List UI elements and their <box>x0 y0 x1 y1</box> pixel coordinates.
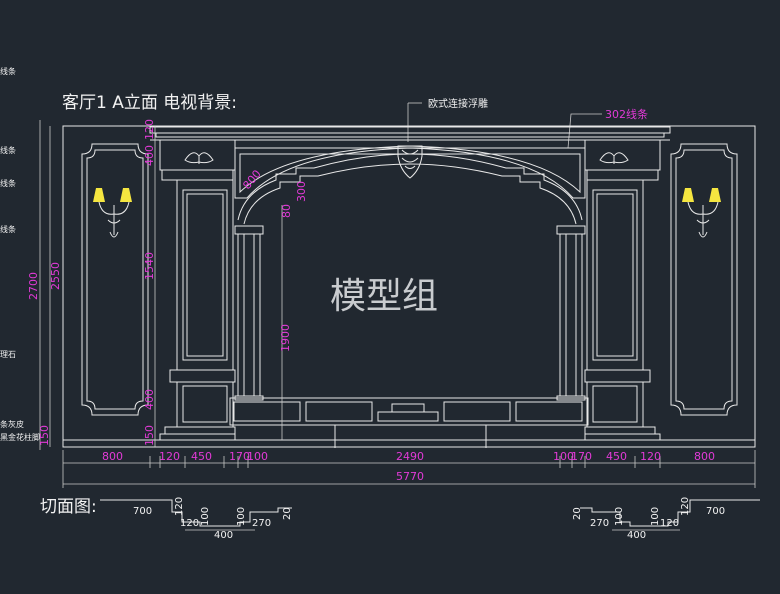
dim-stack: 120 <box>143 119 156 140</box>
dim-total-height: 2700 <box>27 272 40 300</box>
section-dim: 700 <box>706 506 725 517</box>
callout-molding-label: 302线条 <box>605 107 648 121</box>
dim-inner-height: 2550 <box>49 262 62 290</box>
right-pilaster <box>584 139 661 441</box>
section-dim: 100 <box>650 507 661 526</box>
side-label: 线条 <box>0 145 16 155</box>
dim-total-width: 5770 <box>396 470 424 483</box>
cornice <box>149 126 671 141</box>
side-label: 线条 <box>0 178 16 188</box>
dim-opening: 1900 <box>279 324 292 352</box>
side-label: 条灰皮 <box>0 419 24 429</box>
dim-bottom: 170 <box>571 450 592 463</box>
section-title: 切面图: <box>40 497 97 517</box>
dim-bottom: 170 <box>229 450 250 463</box>
section-dim: 700 <box>133 506 152 517</box>
dim-stack: 1540 <box>143 252 156 280</box>
section-dim: 120 <box>680 497 691 516</box>
drawing-title: 客厅1 A立面 电视背景: <box>62 93 237 113</box>
left-dimensions: 2700 2550 120 400 1540 400 150 150 <box>27 119 156 450</box>
section-dim: 400 <box>214 530 233 541</box>
dim-bottom: 450 <box>606 450 627 463</box>
watermark: 模型组 <box>330 276 438 317</box>
left-sconce-icon <box>93 188 132 238</box>
dim-bottom: 100 <box>553 450 574 463</box>
dim-stack: 150 <box>38 425 51 446</box>
right-wall-panel <box>670 143 738 416</box>
left-pilaster <box>159 139 236 441</box>
section-dim: 20 <box>572 507 583 520</box>
tv-cabinet <box>229 397 589 448</box>
dim-bottom: 800 <box>102 450 123 463</box>
section-dim: 120 <box>174 497 185 516</box>
left-wall-panel <box>81 143 149 416</box>
side-label: 理石 <box>0 350 16 359</box>
bottom-dimensions: 800 120 450 170 100 2490 100 170 450 120… <box>62 450 756 488</box>
arch-frame <box>234 145 586 225</box>
section-profile-right: 20 270 100 100 120 120 700 400 <box>572 497 760 541</box>
dim-stack: 150 <box>143 425 156 446</box>
section-dim: 100 <box>200 507 211 526</box>
section-dim: 100 <box>614 507 625 526</box>
left-side-labels: 线条 线条 线条 线条 线条 理石 条灰皮 黑金花柱脚 <box>0 66 40 442</box>
section-dim: 20 <box>282 507 293 520</box>
dim-stack: 400 <box>143 389 156 410</box>
callout-carving: 欧式连接浮雕 <box>407 97 488 142</box>
right-sconce-icon <box>682 188 721 238</box>
dim-bottom: 120 <box>640 450 661 463</box>
section-dim: 120 <box>180 518 199 529</box>
dim-bottom: 450 <box>191 450 212 463</box>
dim-stack: 400 <box>143 145 156 166</box>
dim-bottom: 800 <box>694 450 715 463</box>
right-inner-column <box>556 225 586 401</box>
dim-bottom: 100 <box>247 450 268 463</box>
section-dim: 100 <box>236 507 247 526</box>
dim-bottom: 2490 <box>396 450 424 463</box>
section-dim: 270 <box>590 518 609 529</box>
dim-arch: 80 <box>280 204 293 218</box>
callout-carving-label: 欧式连接浮雕 <box>428 97 488 110</box>
section-dim: 400 <box>627 530 646 541</box>
section-dim: 270 <box>252 518 271 529</box>
left-inner-column <box>234 225 264 401</box>
section-dim: 120 <box>660 518 679 529</box>
dim-arch: 300 <box>295 181 308 202</box>
section-profile-left: 700 120 120 100 100 270 20 400 <box>100 497 293 541</box>
side-label: 线条 <box>0 66 16 76</box>
side-label: 线条 <box>0 224 16 234</box>
dim-bottom: 120 <box>159 450 180 463</box>
side-label: 黑金花柱脚 <box>0 432 40 442</box>
